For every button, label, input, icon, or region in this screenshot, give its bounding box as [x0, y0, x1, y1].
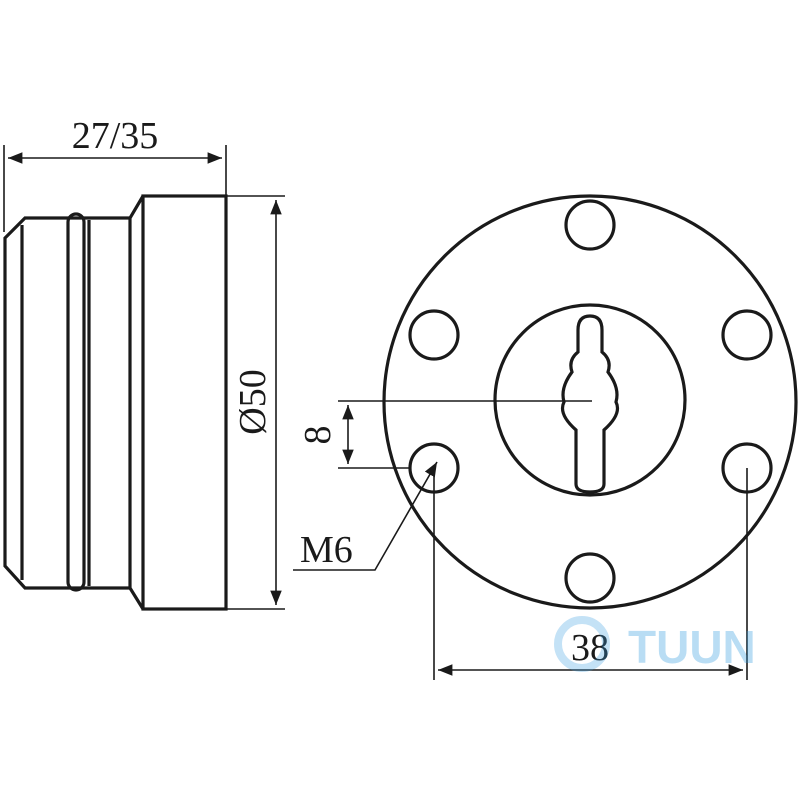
- center-boss-circle: [493, 303, 687, 497]
- groove-ring: [66, 212, 86, 592]
- dim-label-spacing: 38: [571, 627, 609, 669]
- body-chamfer: [128, 195, 145, 610]
- mounting-hole-upper-right: [721, 309, 773, 361]
- thread-leader: [293, 461, 438, 571]
- watermark: TUUN: [554, 616, 756, 673]
- thread-label: M6: [300, 529, 353, 571]
- keyhole-slot: [560, 314, 620, 494]
- dim-label-offset: 8: [297, 426, 339, 445]
- neck-outline: [3, 216, 130, 590]
- mounting-hole-bottom: [564, 552, 616, 604]
- mounting-hole-top: [564, 199, 616, 251]
- flange-outer-circle: [382, 194, 798, 610]
- side-view: 27/35 Ø50: [3, 115, 285, 611]
- watermark-logo-icon: [554, 616, 610, 672]
- dim-label-length: 27/35: [72, 115, 159, 157]
- flange-body: [141, 194, 228, 611]
- mounting-hole-upper-left: [408, 309, 460, 361]
- dim-label-diameter: Ø50: [232, 369, 274, 434]
- watermark-text: TUUN: [628, 621, 756, 673]
- front-view: 8 M6 38: [293, 194, 798, 680]
